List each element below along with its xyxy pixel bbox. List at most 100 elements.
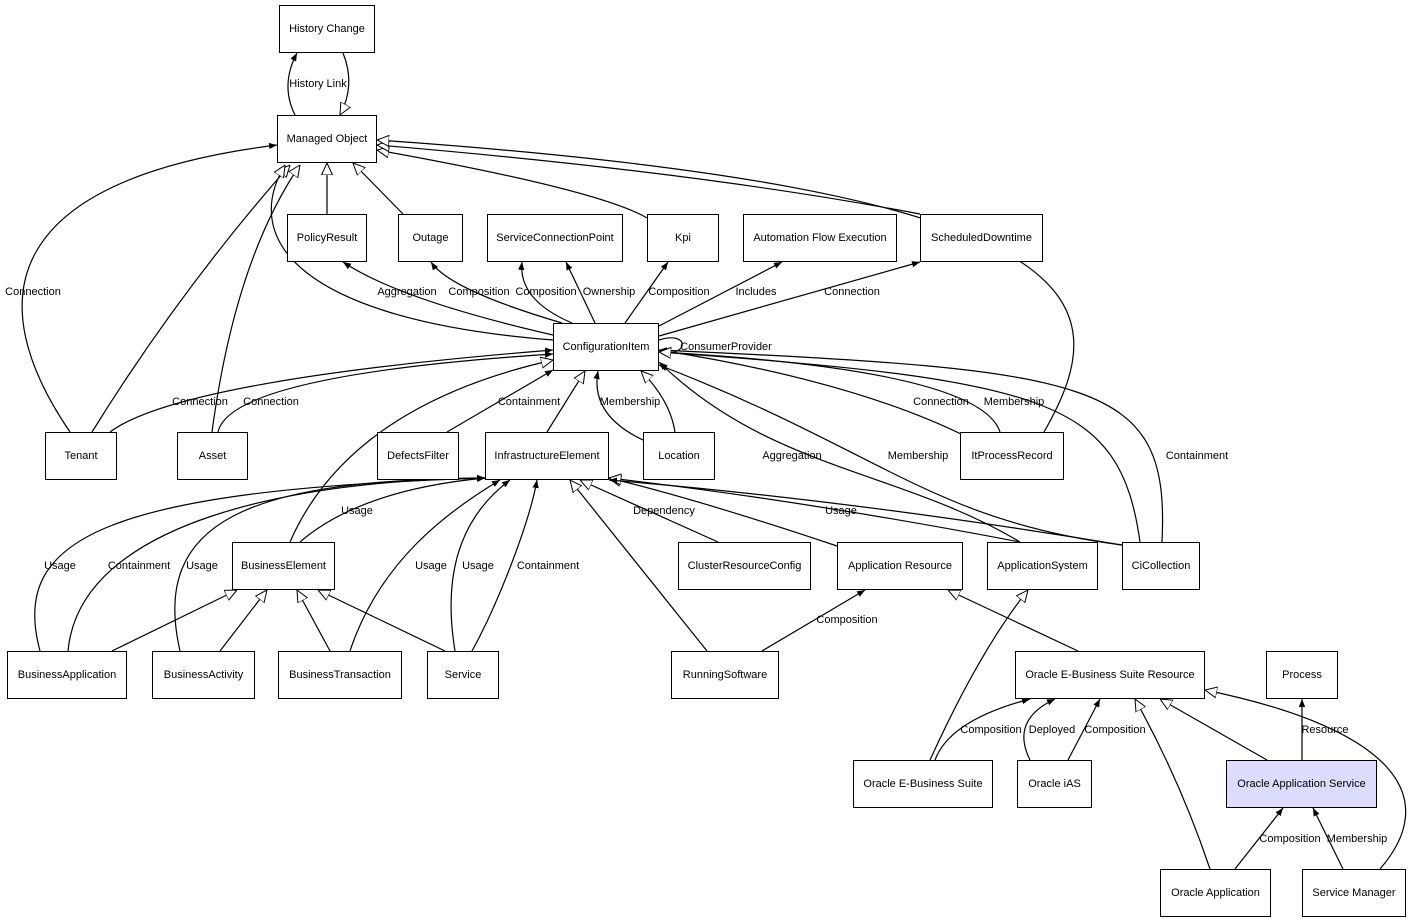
edge-rs-to-ar [761,589,866,652]
edge-label: Containment [517,560,579,572]
edge-label: Connection [913,396,969,408]
edge-ci-to-kpi [624,261,669,324]
edge-ci-to-mo [270,165,554,341]
edge-oas-to-oebsr [1160,699,1268,761]
edge-ci-to-out [430,261,563,324]
node-label: Oracle E-Business Suite Resource [1025,669,1195,681]
node-cicollection[interactable]: CiCollection [1122,542,1200,590]
edge-ci-to-sd [658,261,921,337]
edge-label: Composition [1259,833,1320,845]
node-label: Oracle E-Business Suite [863,778,983,790]
edge-label: Containment [498,396,560,408]
node-oracle-e-business-suite-resource[interactable]: Oracle E-Business Suite Resource [1015,651,1205,699]
node-label: History Change [289,23,365,35]
node-label: BusinessActivity [163,669,244,681]
node-oracle-ias[interactable]: Oracle iAS [1017,760,1092,808]
edge-label: Membership [984,396,1045,408]
node-scheduleddowntime[interactable]: ScheduledDowntime [920,214,1043,262]
node-businesstransaction[interactable]: BusinessTransaction [278,651,402,699]
edge-label: Connection [824,286,880,298]
edge-cic-to-ie [608,477,1123,546]
edge-cic-to-ci [658,364,1123,546]
edge-hc-to-mo [340,52,349,115]
node-history-change[interactable]: History Change [279,5,375,53]
edge-svc-to-ie [471,479,539,652]
edge-ci-to-scp [517,261,573,324]
edge-loc-to-ci [593,370,644,441]
node-oracle-application[interactable]: Oracle Application [1160,869,1271,917]
node-label: Outage [412,232,449,244]
node-serviceconnectionpoint[interactable]: ServiceConnectionPoint [487,214,623,262]
node-asset[interactable]: Asset [177,432,248,480]
node-label: Process [1282,669,1322,681]
node-configurationitem[interactable]: ConfigurationItem [553,323,659,371]
node-runningsoftware[interactable]: RunningSoftware [671,651,779,699]
node-businesselement[interactable]: BusinessElement [232,542,335,590]
node-service-manager[interactable]: Service Manager [1302,869,1406,917]
edge-ba-to-be [111,589,237,652]
node-tenant[interactable]: Tenant [45,432,117,480]
node-kpi[interactable]: Kpi [647,214,719,262]
edge-be-to-ci [289,360,553,543]
node-outage[interactable]: Outage [398,214,463,262]
node-managed-object[interactable]: Managed Object [277,115,377,163]
edge-label: ConsumerProvider [680,341,772,353]
node-itprocessrecord[interactable]: ItProcessRecord [960,432,1064,480]
edge-out-to-mo [353,163,404,215]
node-label: RunningSoftware [682,669,768,681]
edge-rs-to-ie [570,480,708,652]
edge-label: Membership [888,450,949,462]
edge-ipr-to-ci [658,349,1001,433]
edge-label: Usage [44,560,76,572]
edge-label: Usage [462,560,494,572]
node-label: Oracle iAS [1028,778,1081,790]
node-label: Tenant [64,450,98,462]
node-oracle-application-service[interactable]: Oracle Application Service [1226,760,1377,808]
edge-bt-to-be [297,590,331,652]
node-label: DefectsFilter [387,450,449,462]
node-label: ScheduledDowntime [931,232,1032,244]
node-label: Oracle Application Service [1237,778,1366,790]
node-applicationsystem[interactable]: ApplicationSystem [987,542,1098,590]
node-service[interactable]: Service [427,651,499,699]
node-location[interactable]: Location [643,432,715,480]
node-label: InfrastructureElement [494,450,600,462]
node-clusterresourceconfig[interactable]: ClusterResourceConfig [678,542,811,590]
edge-label: Connection [5,286,61,298]
node-label: Location [658,450,700,462]
edge-ias-to-oebsr [1023,698,1056,761]
edge-label: Containment [108,560,170,572]
edge-oebs-to-as [929,590,1028,761]
edge-ci-to-afe [658,261,783,327]
edge-label: Usage [825,505,857,517]
node-defectsfilter[interactable]: DefectsFilter [377,432,459,480]
node-label: Oracle Application [1171,887,1260,899]
edge-ten-to-ci [109,347,554,433]
node-label: BusinessElement [241,560,326,572]
node-businessactivity[interactable]: BusinessActivity [152,651,255,699]
edge-label: Connection [172,396,228,408]
edge-ar-to-ie [609,478,838,547]
node-policyresult[interactable]: PolicyResult [287,214,367,262]
edge-ast-to-mo [211,165,300,433]
node-label: Service [444,669,482,681]
node-oracle-e-business-suite[interactable]: Oracle E-Business Suite [853,760,993,808]
edge-label: Ownership [583,286,636,298]
edge-label: Composition [448,286,509,298]
node-label: Managed Object [286,133,368,145]
edge-label: Includes [736,286,777,298]
edge-sd-to-mo [377,145,921,215]
edge-kpi-to-mo [377,150,648,219]
edge-ias-to-oebsr [1067,698,1101,761]
node-process[interactable]: Process [1266,651,1338,699]
edge-ten-to-mo [91,165,290,433]
node-businessapplication[interactable]: BusinessApplication [7,651,127,699]
node-label: PolicyResult [296,232,358,244]
node-automation-flow-execution[interactable]: Automation Flow Execution [743,214,897,262]
edge-cic-to-ci [658,347,1164,543]
edge-bt-to-ie [349,479,501,652]
edge-label: Containment [1166,450,1228,462]
node-infrastructureelement[interactable]: InfrastructureElement [485,432,609,480]
node-application-resource[interactable]: Application Resource [837,542,963,590]
edge-label: Aggregation [377,286,436,298]
